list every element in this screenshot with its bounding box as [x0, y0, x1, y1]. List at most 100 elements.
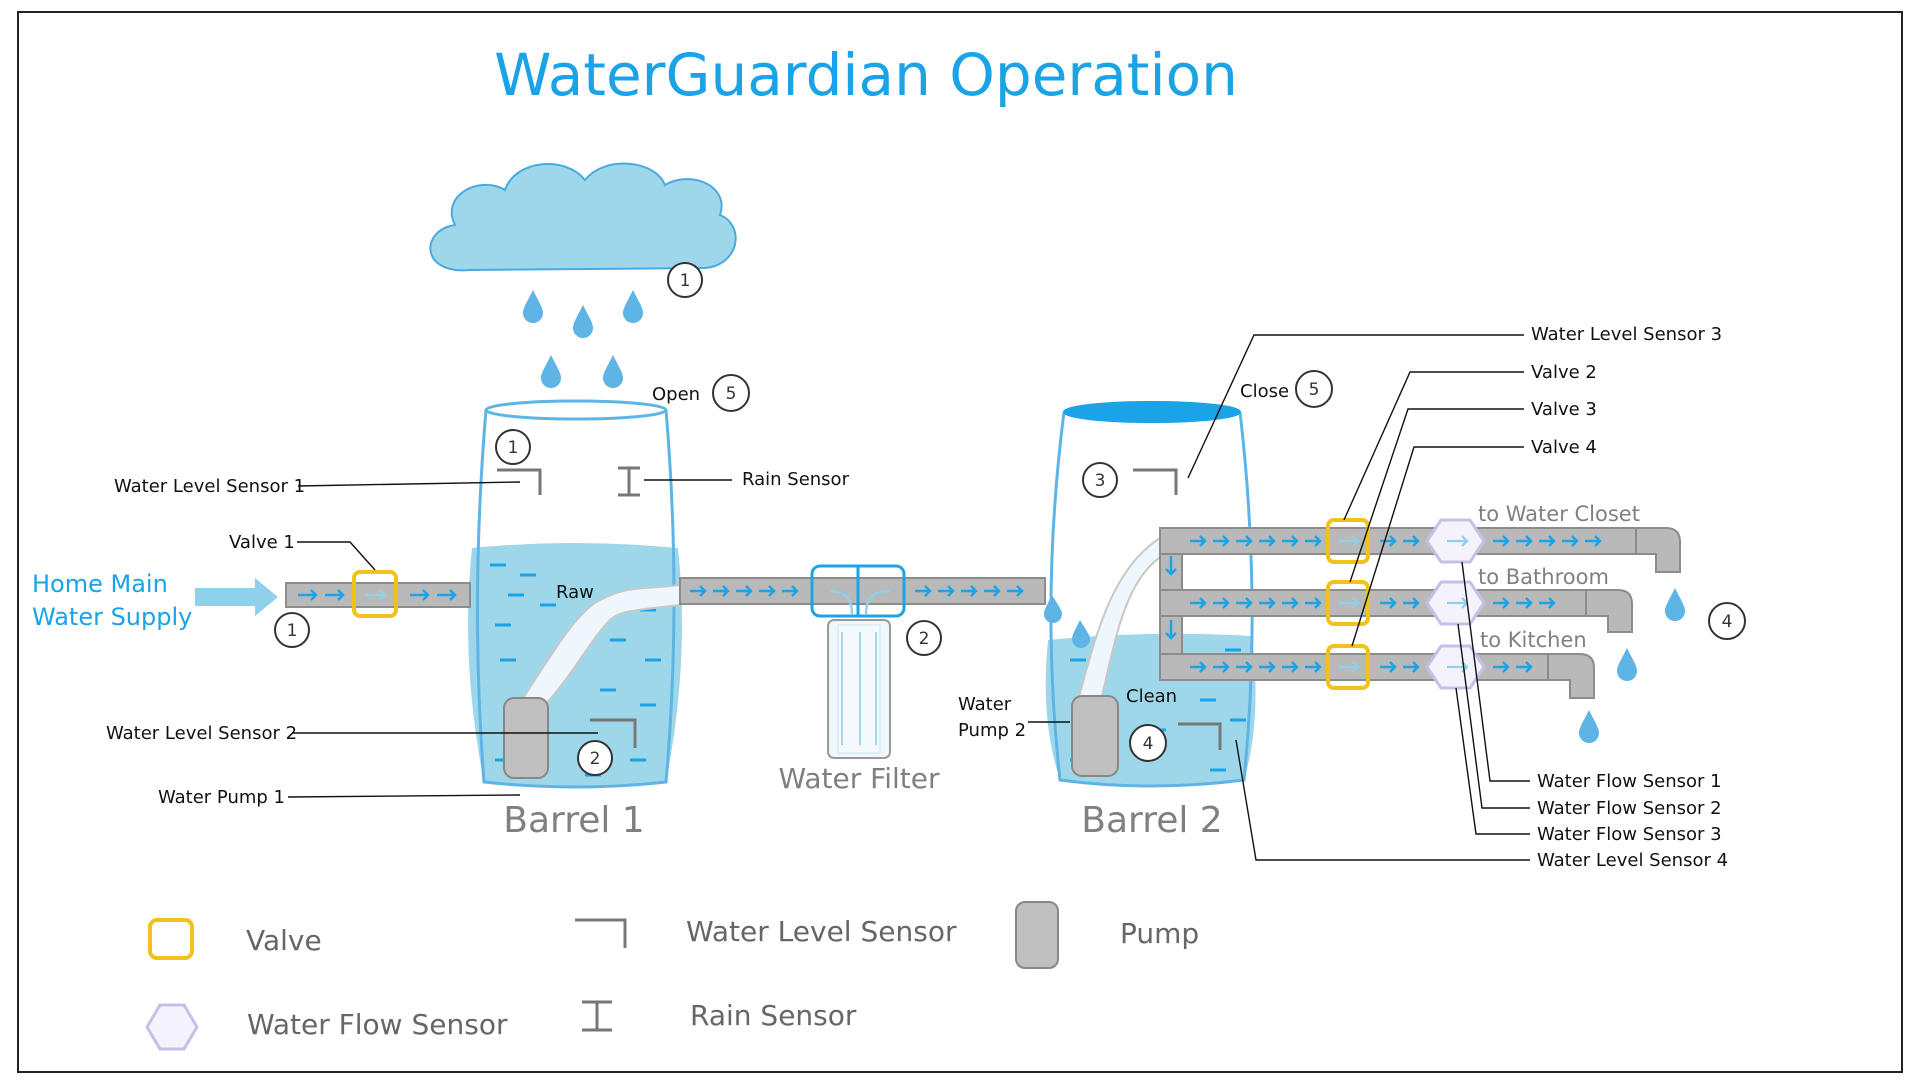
legend-flow-sensor-icon [145, 1003, 199, 1051]
water-drop-icon [1579, 710, 1599, 743]
valve-2-label: Valve 2 [1531, 362, 1597, 383]
water-level-sensor-3-label: Water Level Sensor 3 [1531, 324, 1722, 345]
water-drop-icon [1617, 648, 1637, 681]
leader-line [1349, 408, 1524, 583]
rain-drop-icon [523, 290, 543, 323]
legend: Valve Water Flow Sensor Water Level Sens… [145, 901, 1199, 1051]
svg-text:2: 2 [590, 749, 601, 769]
leader-line [287, 794, 521, 798]
valve-3-icon [1326, 580, 1370, 626]
water-level-sensor-4-icon [1178, 722, 1222, 750]
water-filter-label: Water Filter [778, 762, 940, 795]
svg-text:1: 1 [680, 271, 691, 291]
valve-1-label: Valve 1 [229, 532, 295, 553]
leader-line [1457, 623, 1530, 809]
valve-4-label: Valve 4 [1531, 437, 1597, 458]
outlet-water-closet-label: to Water Closet [1478, 502, 1640, 526]
step-number-open: 5 [712, 374, 750, 412]
step-number-barrel2-top: 3 [1082, 462, 1118, 498]
valve-2-icon [1326, 518, 1370, 564]
water-flow-sensor-3-label: Water Flow Sensor 3 [1537, 824, 1722, 845]
leader-line [297, 541, 376, 571]
svg-text:4: 4 [1143, 734, 1154, 754]
cloud-icon [429, 162, 737, 272]
home-main-label: Home Main [32, 570, 168, 598]
rain-drop-icon [573, 305, 593, 338]
water-flow-sensor-3-icon [1425, 644, 1486, 690]
inlet-arrow [195, 578, 278, 616]
inlet-pipe-arrows [298, 589, 457, 601]
diagram-frame [17, 11, 1903, 1073]
barrel-2-label: Barrel 2 [1081, 800, 1222, 841]
rain-sensor-label: Rain Sensor [742, 469, 850, 490]
water-drop-icon [1072, 620, 1090, 648]
rain-drop-icon [541, 355, 561, 388]
filter-pipe-arrows [690, 585, 1024, 597]
water-flow-sensor-2-icon [1425, 580, 1486, 626]
water-pump-2-icon [1071, 695, 1119, 777]
rain-sensor-icon [618, 466, 640, 497]
valve-4-icon [1326, 644, 1370, 690]
water-filter [810, 564, 906, 759]
step-number-cloud: 1 [667, 262, 703, 298]
legend-rain-sensor-icon [582, 1000, 612, 1032]
legend-valve-icon [148, 918, 194, 960]
water-level-sensor-4-label: Water Level Sensor 4 [1537, 850, 1728, 871]
water-pump-1-label: Water Pump 1 [158, 787, 285, 808]
open-label: Open [652, 384, 700, 405]
rain-drop-icon [603, 355, 623, 388]
rain-drops [523, 290, 643, 388]
valve-1-icon [352, 570, 398, 618]
legend-rain-sensor-label: Rain Sensor [690, 999, 857, 1032]
water-pump-2-label-line1: Water [958, 694, 1012, 715]
outlet-bathroom-label: to Bathroom [1478, 565, 1609, 589]
valve-3-label: Valve 3 [1531, 399, 1597, 420]
step-number-supply: 1 [274, 612, 310, 648]
step-number-close: 5 [1295, 370, 1333, 408]
svg-text:5: 5 [726, 384, 737, 404]
step-number-barrel1-bottom: 2 [577, 740, 613, 776]
svg-text:1: 1 [287, 621, 298, 641]
water-supply-label: Water Supply [32, 603, 192, 631]
legend-flow-sensor-label: Water Flow Sensor [247, 1008, 508, 1041]
leader-line [1235, 739, 1530, 861]
legend-pump-label: Pump [1120, 917, 1199, 950]
svg-text:3: 3 [1095, 471, 1106, 491]
leader-line [1455, 687, 1530, 835]
step-number-barrel1-top: 1 [495, 429, 531, 465]
water-flow-sensor-2-label: Water Flow Sensor 2 [1537, 798, 1722, 819]
svg-text:2: 2 [919, 629, 930, 649]
svg-text:1: 1 [508, 438, 519, 458]
legend-level-sensor-icon [575, 918, 627, 948]
step-number-outlets: 4 [1708, 602, 1746, 640]
step-number-barrel2-bottom: 4 [1129, 724, 1167, 762]
leader-line [1187, 334, 1524, 479]
water-level-sensor-2-icon [590, 718, 637, 748]
water-pump-1-icon [503, 697, 549, 779]
step-number-filter: 2 [906, 620, 942, 656]
clean-label: Clean [1126, 686, 1177, 707]
legend-pump-icon [1015, 901, 1059, 969]
manifold-arrows [1190, 535, 1602, 673]
leader-line [1351, 446, 1524, 647]
leader-line [1461, 561, 1530, 782]
water-level-sensor-1-icon [497, 468, 542, 495]
leader-line [1343, 371, 1524, 521]
legend-level-sensor-label: Water Level Sensor [686, 915, 957, 948]
close-label: Close [1240, 381, 1289, 402]
svg-text:5: 5 [1309, 380, 1320, 400]
water-drop-icon [1044, 595, 1062, 623]
water-flow-sensor-1-icon [1425, 518, 1486, 564]
svg-text:4: 4 [1722, 612, 1733, 632]
water-pump-2-label-line2: Pump 2 [958, 720, 1026, 741]
water-drop-icon [1665, 588, 1685, 621]
barrel-1-label: Barrel 1 [503, 800, 644, 841]
water-level-sensor-2-label: Water Level Sensor 2 [106, 723, 297, 744]
rain-drop-icon [623, 290, 643, 323]
water-level-sensor-1-label: Water Level Sensor 1 [114, 476, 305, 497]
raw-label: Raw [556, 582, 594, 603]
outlet-kitchen-label: to Kitchen [1480, 628, 1587, 652]
water-level-sensor-3-icon [1133, 468, 1178, 495]
